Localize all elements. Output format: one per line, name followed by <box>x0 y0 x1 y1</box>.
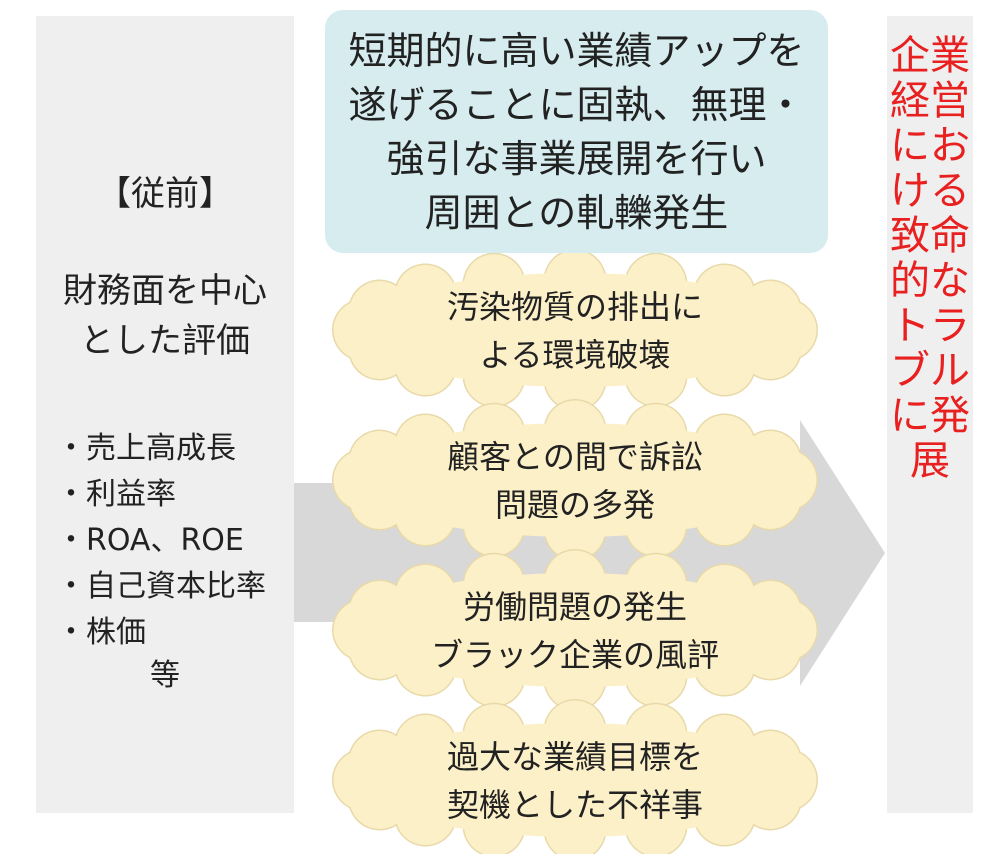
left-panel-etc: 等 <box>150 658 180 693</box>
left-panel-subheading-line1: 財務面を中心 <box>63 271 267 311</box>
list-item: ・売上高成長 <box>56 431 236 466</box>
cloud-labor <box>332 549 818 711</box>
cloud-text-environment: 汚染物質の排出に よる環境破壊 <box>446 288 703 374</box>
top-box: 短期的に高い業績アップを 遂げることに固執、無理・ 強引な事業展開を行い 周囲と… <box>325 10 828 253</box>
cloud-layer <box>332 249 818 854</box>
left-panel-heading: 【従前】 <box>97 174 233 214</box>
left-panel: 【従前】 財務面を中心 とした評価 ・売上高成長 ・利益率 ・ROA、ROE ・… <box>36 16 294 813</box>
cloud-text-lawsuits: 顧客との間で訴訟 問題の多発 <box>447 438 703 524</box>
list-item: ・利益率 <box>56 477 176 512</box>
right-panel-text: 企業経営における致命的なトラブルに発展 <box>890 33 970 484</box>
cloud-text-misconduct: 過大な業績目標を 契機とした不祥事 <box>446 738 703 824</box>
cloud-text-labor: 労働問題の発生 ブラック企業の風評 <box>430 588 719 674</box>
cloud-misconduct <box>332 699 818 854</box>
right-panel: 企業経営における致命的なトラブルに発展 <box>887 16 973 813</box>
list-item: ・株価 <box>56 615 146 650</box>
list-item: ・自己資本比率 <box>56 569 266 604</box>
top-box-text: 短期的に高い業績アップを 遂げることに固執、無理・ 強引な事業展開を行い 周囲と… <box>348 28 805 235</box>
left-panel-list: ・売上高成長 ・利益率 ・ROA、ROE ・自己資本比率 ・株価 <box>56 426 266 656</box>
list-item: ・ROA、ROE <box>56 523 244 558</box>
left-panel-subheading-line2: とした評価 <box>80 321 250 361</box>
cloud-lawsuits <box>332 399 818 561</box>
cloud-environment <box>332 249 818 411</box>
left-panel-subheading: 財務面を中心 とした評価 <box>36 266 294 366</box>
